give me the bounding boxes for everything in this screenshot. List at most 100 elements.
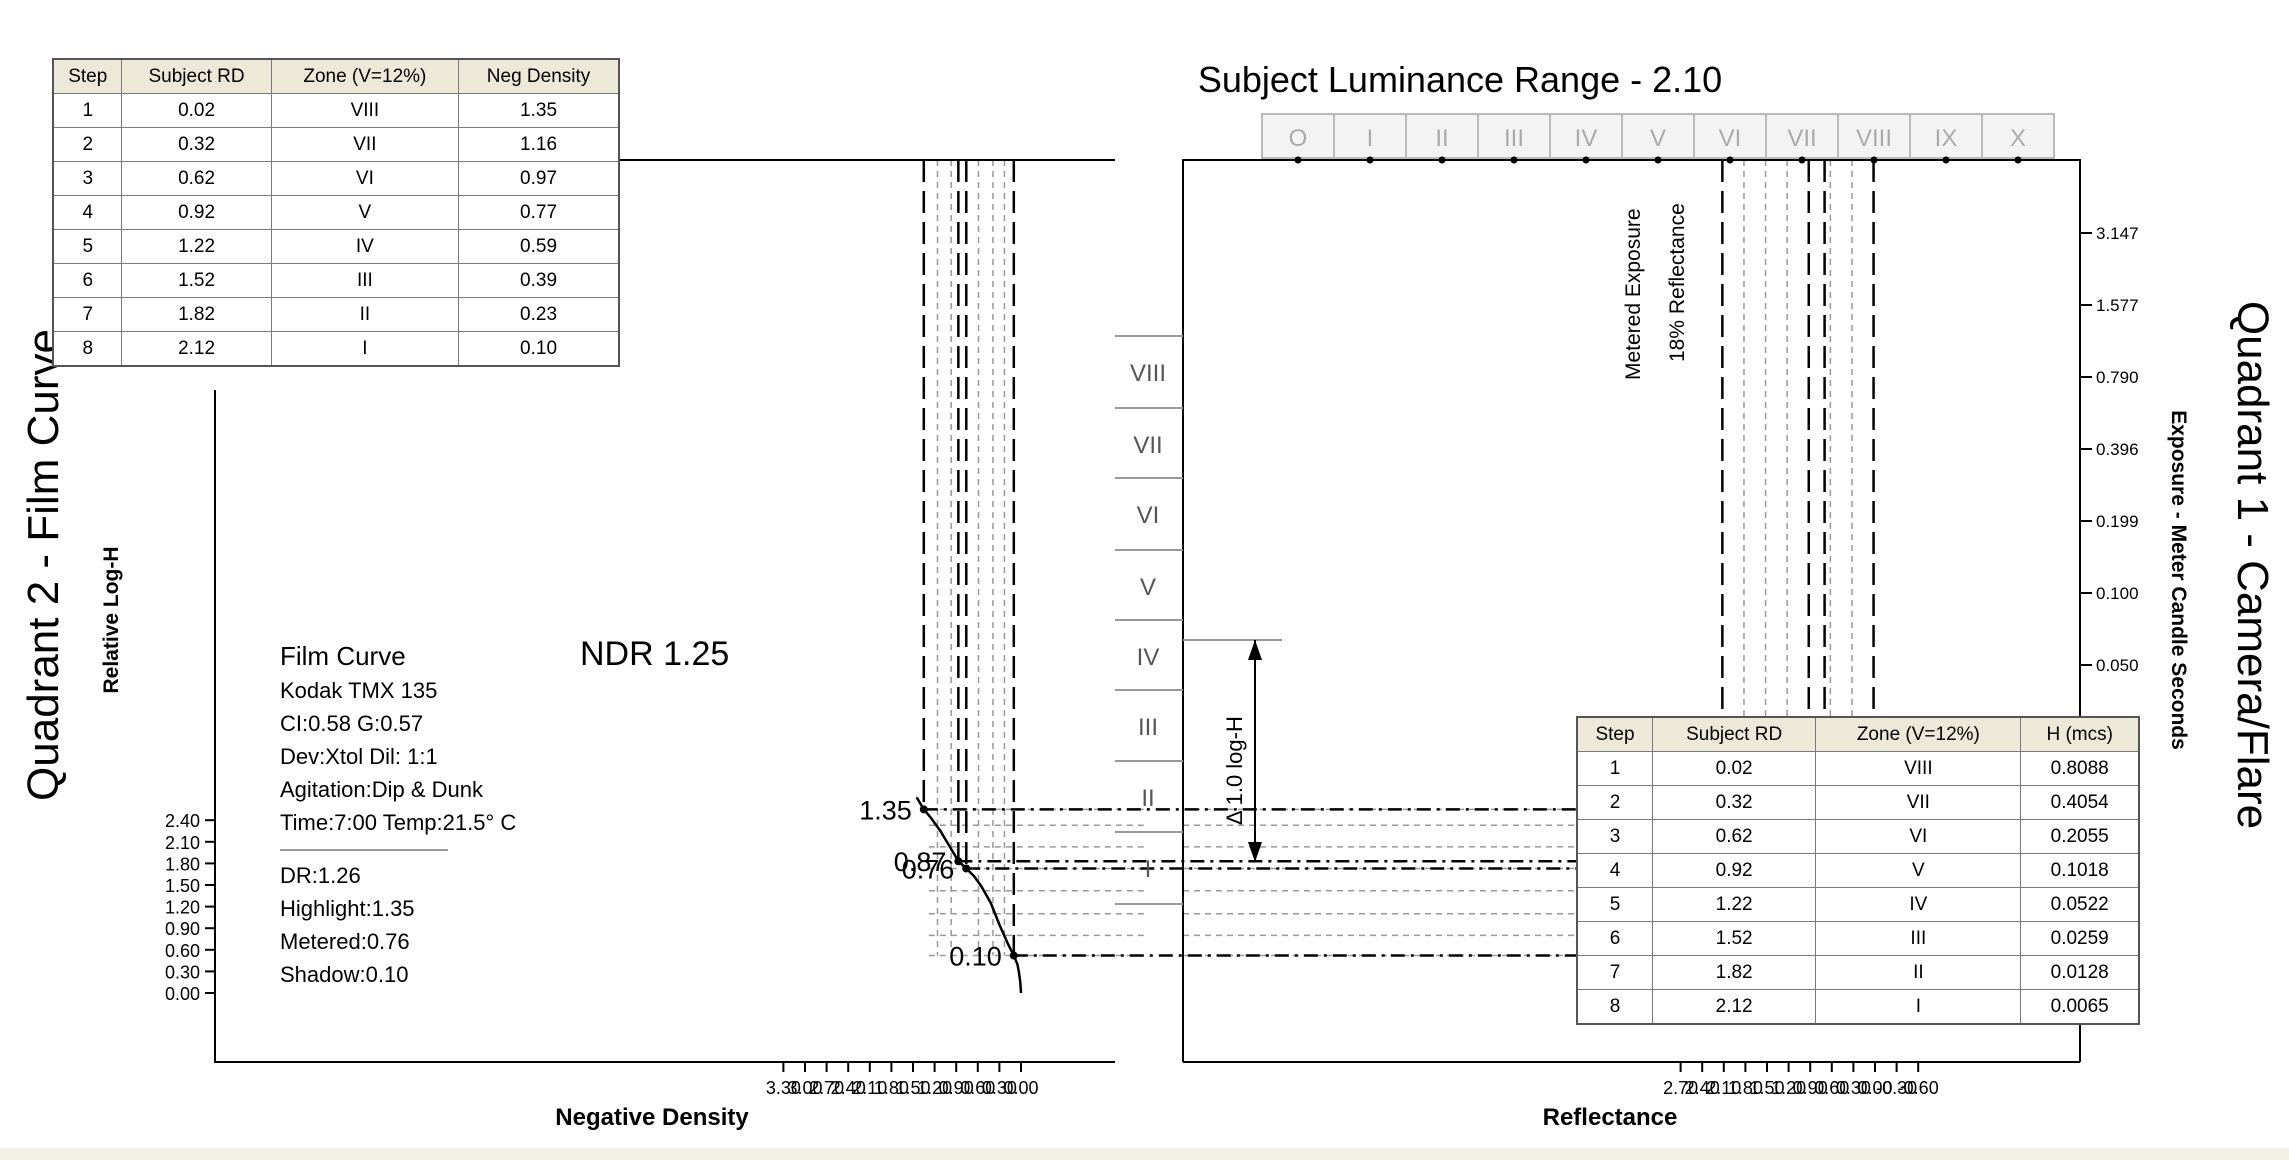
film-point-label: 0.87 bbox=[894, 847, 947, 877]
x-axis-label-right: Reflectance bbox=[1543, 1104, 1678, 1131]
zone-scale-tick bbox=[1582, 156, 1590, 164]
x-tick-label-left: 0.30 bbox=[982, 1078, 1017, 1098]
film-point-label: 0.76 bbox=[902, 854, 955, 884]
table-cell: 1.52 bbox=[1651, 921, 1817, 956]
y-tick-label-left: 1.50 bbox=[165, 876, 200, 896]
x-tick-label-left: 2.10 bbox=[852, 1078, 887, 1098]
table-cell: 0.0128 bbox=[2020, 955, 2140, 990]
grid-layer bbox=[928, 160, 1874, 957]
table-cell: 0.0522 bbox=[2020, 887, 2140, 922]
zone-scale-tick bbox=[1438, 156, 1446, 164]
zone-mid-label: V bbox=[1140, 574, 1156, 601]
zone-scale-label: IV bbox=[1575, 125, 1598, 152]
y-axis-label-right: Exposure - Meter Candle Seconds bbox=[2167, 410, 2190, 750]
table-cell: 7 bbox=[52, 297, 123, 332]
table-cell: VII bbox=[1815, 785, 2022, 820]
table-cell: 7 bbox=[1576, 955, 1653, 990]
zone-scale-label: X bbox=[2010, 125, 2026, 152]
delta-arrow-head bbox=[1248, 842, 1262, 862]
neg-density-table: Step Subject RD Zone (V=12%) Neg Density… bbox=[52, 58, 620, 367]
table-cell: 0.92 bbox=[1651, 853, 1817, 888]
table-header: Zone (V=12%) bbox=[270, 58, 460, 94]
table-cell: VIII bbox=[1815, 751, 2022, 786]
zone-mid-label: IV bbox=[1137, 644, 1160, 671]
x-axis-label-left: Negative Density bbox=[555, 1104, 749, 1131]
table-cell: III bbox=[270, 263, 460, 298]
quadrant1-label: Quadrant 1 - Camera/Flare bbox=[2228, 301, 2277, 829]
zone-scale-label: VIII bbox=[1856, 125, 1892, 152]
film-curve-line bbox=[915, 796, 1023, 994]
film-point-label: 0.10 bbox=[949, 942, 1002, 972]
table-cell: 0.97 bbox=[458, 161, 620, 196]
table-cell: 6 bbox=[52, 263, 123, 298]
zone-scale-tick bbox=[2014, 156, 2022, 164]
x-tick-label-left: 3.00 bbox=[787, 1078, 822, 1098]
table-cell: 3 bbox=[52, 161, 123, 196]
table-cell: 0.23 bbox=[458, 297, 620, 332]
x-tick-label-right: 1.80 bbox=[1728, 1078, 1763, 1098]
reflectance-18-label: 18% Reflectance bbox=[1666, 203, 1689, 362]
table-cell: 0.0065 bbox=[2020, 989, 2140, 1025]
table-cell: III bbox=[1815, 921, 2022, 956]
zone-scale-box bbox=[1693, 113, 1767, 159]
zone-scale-tick bbox=[1294, 156, 1302, 164]
film-info-line: Kodak TMX 135 bbox=[280, 678, 437, 703]
zone-scale-box bbox=[1909, 113, 1983, 159]
table-cell: 0.32 bbox=[1651, 785, 1817, 820]
zone-scale-tick bbox=[1654, 156, 1662, 164]
x-tick-label-left: 1.80 bbox=[874, 1078, 909, 1098]
y-tick-label-left: 0.90 bbox=[165, 919, 200, 939]
y-tick-label-right: 0.199 bbox=[2096, 512, 2139, 531]
table-cell: 0.02 bbox=[121, 93, 272, 128]
table-header: Subject RD bbox=[1651, 716, 1817, 752]
zone-scale-label: V bbox=[1650, 125, 1666, 152]
x-tick-label-left: 1.50 bbox=[895, 1078, 930, 1098]
table-cell: 1.22 bbox=[1651, 887, 1817, 922]
table-cell: 5 bbox=[52, 229, 123, 264]
x-tick-label-right: -0.30 bbox=[1876, 1078, 1917, 1098]
left-axis-frame bbox=[214, 390, 1115, 1063]
x-tick-label-right: 0.60 bbox=[1814, 1078, 1849, 1098]
table-cell: 0.59 bbox=[458, 229, 620, 264]
x-tick-label-right: 2.10 bbox=[1706, 1078, 1741, 1098]
film-info-line: Shadow:0.10 bbox=[280, 962, 408, 987]
table-cell: 0.1018 bbox=[2020, 853, 2140, 888]
table-cell: 0.0259 bbox=[2020, 921, 2140, 956]
film-info-box: Film Curve Kodak TMX 135 CI:0.58 G:0.57 … bbox=[280, 641, 516, 987]
y-tick-label-left: 2.40 bbox=[165, 811, 200, 831]
table-cell: 0.4054 bbox=[2020, 785, 2140, 820]
table-header: H (mcs) bbox=[2020, 716, 2140, 752]
metered-exposure-label: Metered Exposure bbox=[1622, 208, 1645, 380]
film-curve-point bbox=[962, 864, 971, 873]
zone-scale-box bbox=[1333, 113, 1407, 159]
film-point-label: 1.35 bbox=[859, 795, 912, 825]
table-cell: 0.02 bbox=[1651, 751, 1817, 786]
zone-scale-box bbox=[1477, 113, 1551, 159]
y-tick-label-left: 0.30 bbox=[165, 962, 200, 982]
zone-mid-label: VI bbox=[1137, 502, 1160, 529]
table-cell: V bbox=[270, 195, 460, 230]
y-tick-label-right: 3.147 bbox=[2096, 224, 2139, 243]
table-cell: 4 bbox=[1576, 853, 1653, 888]
table-cell: 2 bbox=[1576, 785, 1653, 820]
chart-title: Subject Luminance Range - 2.10 bbox=[1198, 59, 1722, 100]
x-tick-label-left: 2.70 bbox=[809, 1078, 844, 1098]
y-tick-label-right: 0.396 bbox=[2096, 440, 2139, 459]
x-tick-label-right: 1.20 bbox=[1771, 1078, 1806, 1098]
table-cell: VIII bbox=[270, 93, 460, 128]
table-cell: 0.8088 bbox=[2020, 751, 2140, 786]
zone-scale-tick bbox=[1366, 156, 1374, 164]
table-header: Neg Density bbox=[458, 58, 620, 94]
film-info-line: DR:1.26 bbox=[280, 863, 361, 888]
zone-scale-tick bbox=[1510, 156, 1518, 164]
x-tick-label-right: 1.50 bbox=[1749, 1078, 1784, 1098]
